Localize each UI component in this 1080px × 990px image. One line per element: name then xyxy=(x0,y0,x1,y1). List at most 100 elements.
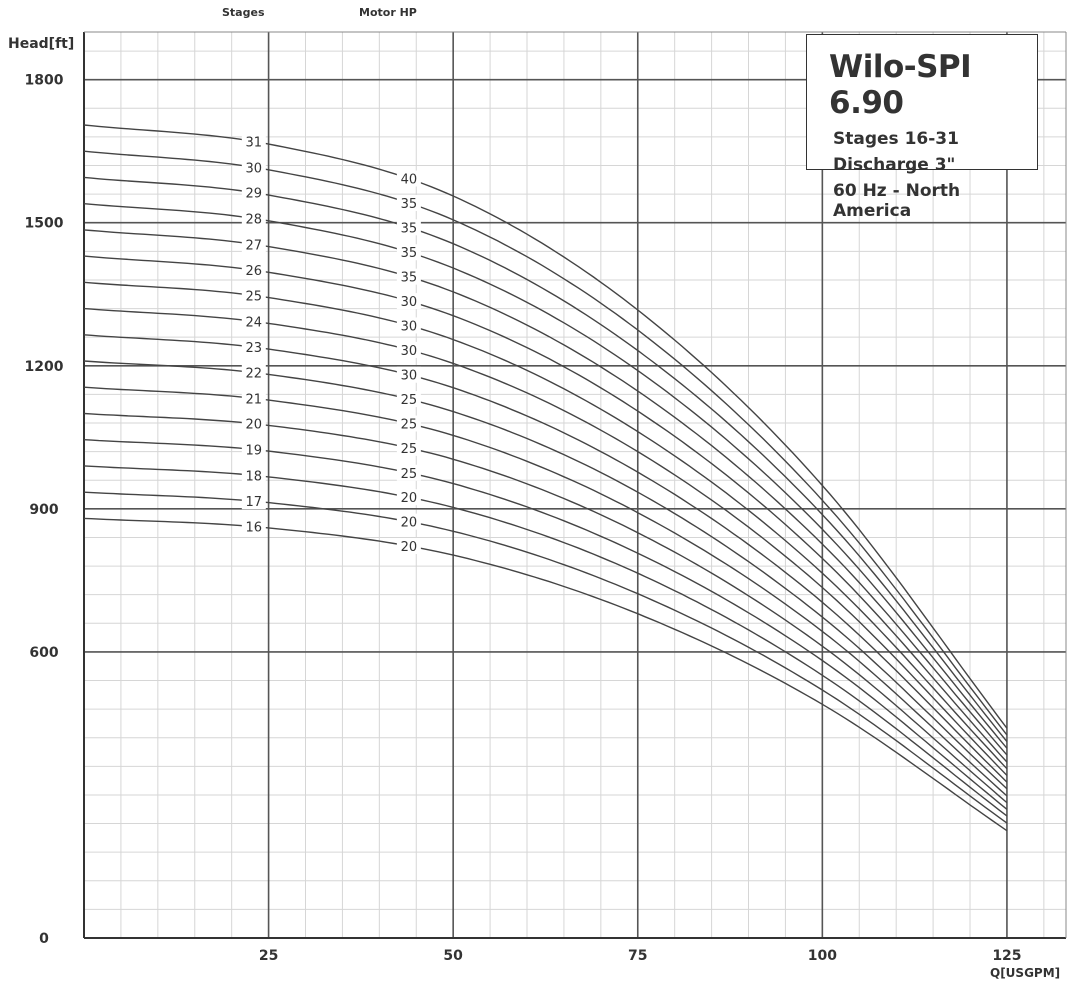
y-tick-label: 1500 xyxy=(25,216,64,232)
x-tick-label: 50 xyxy=(443,948,463,964)
hp-label-bg xyxy=(396,489,421,506)
stage-label: 24 xyxy=(246,315,263,330)
stage-label: 25 xyxy=(246,289,263,304)
hp-label-bg xyxy=(396,538,421,555)
stage-label: 23 xyxy=(246,341,263,356)
stage-label-bg xyxy=(241,159,266,176)
stage-label-bg xyxy=(241,390,266,407)
hp-label-bg xyxy=(396,268,421,285)
stage-label-bg xyxy=(241,133,266,150)
stage-label-bg xyxy=(241,441,266,458)
curves xyxy=(83,124,1008,832)
y-tick-label: 900 xyxy=(29,502,58,518)
stage-label: 18 xyxy=(246,469,263,484)
axes xyxy=(83,31,1067,939)
info-box: Wilo-SPI 6.90 Stages 16-31 Discharge 3" … xyxy=(806,34,1038,221)
stage-label: 31 xyxy=(246,135,263,150)
hp-label-bg xyxy=(396,219,421,236)
hp-label-bg xyxy=(396,293,421,310)
motor-hp-column-header: Motor HP xyxy=(359,6,417,19)
stage-label-bg xyxy=(241,236,266,253)
pump-curve-stage-20 xyxy=(83,412,1008,804)
stage-label-bg xyxy=(241,493,266,510)
hp-label: 35 xyxy=(401,271,418,286)
stage-label: 27 xyxy=(246,238,263,253)
hp-label-bg xyxy=(396,366,421,383)
hp-label-bg xyxy=(396,513,421,530)
stage-label: 30 xyxy=(246,161,263,176)
pump-curve-stage-16 xyxy=(83,517,1008,832)
info-box-line-frequency: 60 Hz - North America xyxy=(833,181,961,221)
pump-curve-stage-25 xyxy=(83,281,1008,770)
info-box-title: Wilo-SPI 6.90 xyxy=(829,49,972,121)
info-box-line-discharge: Discharge 3" xyxy=(833,155,956,175)
pump-curve-stage-24 xyxy=(83,307,1008,776)
pump-curve-stage-18 xyxy=(83,465,1008,817)
pump-curve-stage-30 xyxy=(83,150,1008,736)
stage-label-bg xyxy=(241,467,266,484)
hp-label: 30 xyxy=(401,295,418,310)
hp-label-bg xyxy=(396,317,421,334)
pump-curve-stage-19 xyxy=(83,439,1008,810)
stage-label-bg xyxy=(241,415,266,432)
stage-label: 16 xyxy=(246,521,263,536)
pump-curve-stage-22 xyxy=(83,360,1008,790)
pump-curve-stage-29 xyxy=(83,176,1008,742)
hp-label: 20 xyxy=(401,516,418,531)
hp-label: 35 xyxy=(401,197,418,212)
hp-label-bg xyxy=(396,170,421,187)
hp-label-bg xyxy=(396,439,421,456)
hp-label: 25 xyxy=(401,418,418,433)
hp-label-bg xyxy=(396,195,421,212)
hp-label-bg xyxy=(396,415,421,432)
pump-curve-stage-28 xyxy=(83,203,1008,749)
pump-curve-stage-26 xyxy=(83,255,1008,763)
hp-label: 35 xyxy=(401,246,418,261)
y-tick-label: 1200 xyxy=(25,359,64,375)
pump-curve-stage-21 xyxy=(83,386,1008,797)
stage-label-bg xyxy=(241,184,266,201)
stage-label: 20 xyxy=(246,418,263,433)
hp-label: 35 xyxy=(401,221,418,236)
info-box-line-stages: Stages 16-31 xyxy=(833,129,959,149)
stage-label: 21 xyxy=(246,392,263,407)
hp-label: 30 xyxy=(401,344,418,359)
hp-label: 20 xyxy=(401,540,418,555)
stage-label-bg xyxy=(241,287,266,304)
stage-label-bg xyxy=(241,313,266,330)
stage-label: 26 xyxy=(246,264,263,279)
x-tick-label: 75 xyxy=(628,948,647,964)
stages-column-header: Stages xyxy=(222,6,265,19)
hp-label: 30 xyxy=(401,369,418,384)
pump-curve-stage-17 xyxy=(83,491,1008,824)
y-tick-label: 0 xyxy=(39,931,49,947)
stage-label-bg xyxy=(241,518,266,535)
pump-curve-stage-27 xyxy=(83,229,1008,756)
hp-label-bg xyxy=(396,391,421,408)
hp-label: 30 xyxy=(401,319,418,334)
pump-curve-stage-31 xyxy=(83,124,1008,729)
stage-label: 17 xyxy=(246,495,263,510)
hp-label: 25 xyxy=(401,393,418,408)
hp-label: 40 xyxy=(401,173,418,188)
x-tick-label: 100 xyxy=(808,948,837,964)
stage-label: 28 xyxy=(246,212,263,227)
hp-label-bg xyxy=(396,244,421,261)
hp-label: 25 xyxy=(401,442,418,457)
stage-label-bg xyxy=(241,210,266,227)
hp-label-bg xyxy=(396,341,421,358)
tick-labels: 25 50 75 100 125 0 600 900 1200 1500 1800 xyxy=(25,73,1022,964)
hp-label: 20 xyxy=(401,491,418,506)
y-tick-label: 1800 xyxy=(25,73,64,89)
y-tick-label: 600 xyxy=(29,645,58,661)
x-axis-label: Q[USGPM] xyxy=(990,966,1061,980)
stage-label-bg xyxy=(241,262,266,279)
x-tick-label: 25 xyxy=(259,948,278,964)
stage-label: 19 xyxy=(246,444,263,459)
pump-curve-stage-23 xyxy=(83,334,1008,783)
hp-label-bg xyxy=(396,464,421,481)
x-tick-label: 125 xyxy=(992,948,1021,964)
stage-label: 22 xyxy=(246,366,263,381)
y-axis-label: Head[ft] xyxy=(8,36,75,52)
